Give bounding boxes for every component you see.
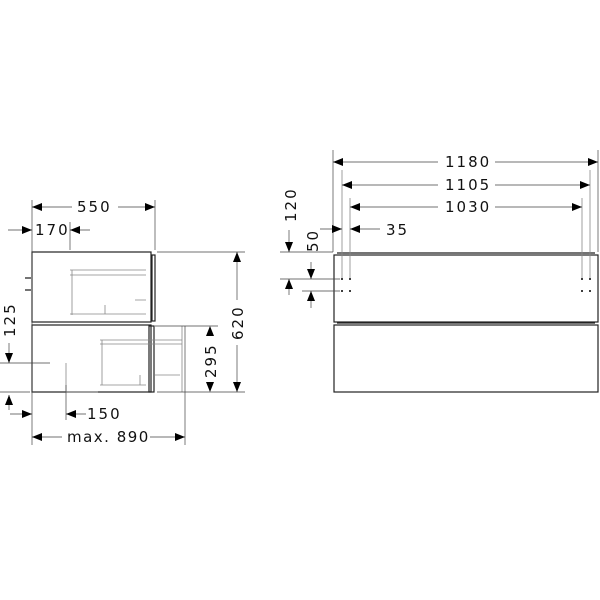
upper-drawer-interior xyxy=(70,269,146,315)
dim-35: 35 xyxy=(386,221,409,239)
lower-drawer-front xyxy=(333,324,599,393)
dim-125: 125 xyxy=(1,302,19,337)
lower-drawer xyxy=(31,324,152,393)
upper-drawer xyxy=(31,251,152,323)
dim-120: 120 xyxy=(282,187,300,222)
siphon-cutout xyxy=(65,363,98,393)
dim-295: 295 xyxy=(202,343,220,378)
lower-front-panel xyxy=(148,325,155,393)
upper-drawer-front xyxy=(333,254,599,323)
dim-max-890: max. 890 xyxy=(67,428,150,446)
dim-620: 620 xyxy=(229,305,247,340)
dim-1105: 1105 xyxy=(445,176,491,194)
dim-150: 150 xyxy=(87,405,122,423)
lower-drawer-interior xyxy=(100,326,183,392)
front-view: 1180 1105 1030 35 120 50 xyxy=(280,150,599,393)
mounting-holes xyxy=(341,278,591,292)
dim-170: 170 xyxy=(35,221,70,239)
side-view: 550 170 620 295 125 150 max. 890 xyxy=(0,198,247,446)
dim-1180: 1180 xyxy=(445,153,491,171)
dim-50: 50 xyxy=(304,229,322,252)
dim-1030: 1030 xyxy=(445,198,491,216)
wall-brackets xyxy=(25,277,31,291)
dim-550: 550 xyxy=(77,198,112,216)
upper-front-panel xyxy=(151,254,156,322)
